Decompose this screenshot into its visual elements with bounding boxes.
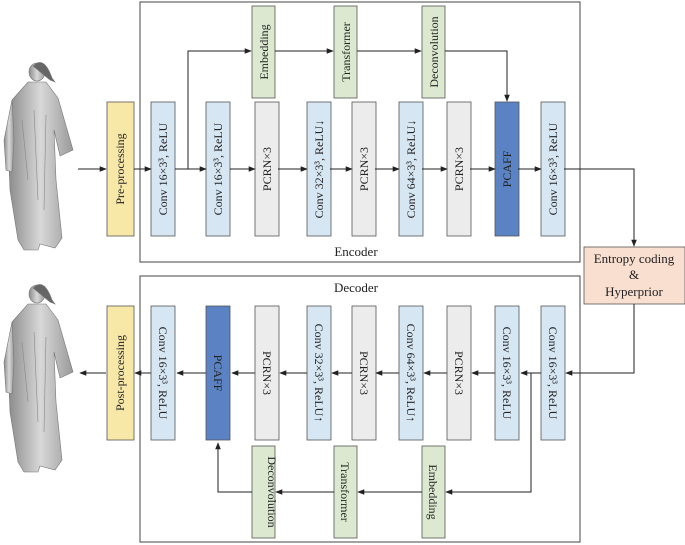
- enc-conv32-label: Conv 32×3³, ReLU↓: [312, 120, 326, 219]
- dec-conv64-rect: [398, 305, 424, 441]
- dec-conv64-label: Conv 64×3³, ReLU↑: [404, 324, 418, 423]
- dec-conv64-block: Conv 64×3³, ReLU↑: [398, 305, 424, 441]
- arrow-entropy-to-decoder: [565, 304, 635, 376]
- arrow-skip-to-embedding: [187, 48, 252, 169]
- enc-pcrn-1-label: PCRN×3: [260, 147, 274, 191]
- enc-pcrn-3-block: PCRN×3: [446, 101, 472, 237]
- dec-conv16-b-label: Conv 16×3³, ReLU: [500, 327, 514, 420]
- enc-pcrn-1-block: PCRN×3: [254, 101, 280, 237]
- dec-conv16-a-label: Conv 16×3³, ReLU: [156, 327, 170, 420]
- decoder-title: Decoder: [334, 280, 379, 295]
- encoder-blocks: Conv 16×3³, ReLU Conv 16×3³, ReLU PCRN×3 Co…: [150, 101, 566, 237]
- encoder-embedding-label: Embedding: [257, 24, 271, 79]
- enc-pcrn-2-block: PCRN×3: [351, 101, 377, 237]
- enc-conv64-rect: [398, 101, 424, 237]
- output-point-cloud-figure: [3, 284, 74, 473]
- dec-conv32-block: Conv 32×3³, ReLU↑: [306, 305, 332, 441]
- dec-conv16-c-block: Conv 16×3³, ReLU: [540, 305, 566, 441]
- connectors: [78, 48, 637, 495]
- enc-pcrn-1-rect: [254, 101, 280, 237]
- arrow-skip-to-dec-embedding: [445, 373, 532, 495]
- enc-pcrn-2-label: PCRN×3: [357, 147, 371, 191]
- entropy-line-2: &: [629, 267, 639, 282]
- decoder-embedding-block: Embedding: [421, 445, 446, 539]
- decoder-deconvolution-block: Deconvolution: [251, 445, 279, 539]
- entropy-line-3: Hyperprior: [605, 284, 663, 299]
- enc-conv16-a-block: Conv 16×3³, ReLU: [150, 101, 176, 237]
- dec-conv16-a-rect: [150, 305, 176, 441]
- dec-pcaff-rect: [205, 305, 231, 441]
- encoder-deconvolution-label: Deconvolution: [427, 16, 441, 87]
- post-processing-block: Post-processing: [106, 305, 135, 441]
- enc-pcaff-block: PCAFF: [494, 101, 520, 237]
- dec-pcrn-1-block: PCRN×3: [254, 305, 280, 441]
- pre-processing-label: Pre-processing: [113, 133, 127, 204]
- input-point-cloud-figure: [3, 62, 74, 251]
- enc-conv64-block: Conv 64×3³, ReLU↓: [398, 101, 424, 237]
- pre-processing-block: Pre-processing: [106, 101, 135, 237]
- dec-pcrn-3-rect: [446, 305, 472, 441]
- dec-conv16-b-rect: [494, 305, 520, 441]
- post-processing-label: Post-processing: [113, 335, 127, 411]
- arrow-dec-deconv-to-pcaff: [215, 442, 252, 493]
- dec-pcrn-3-block: PCRN×3: [446, 305, 472, 441]
- arrow-enc-to-entropy: [564, 168, 637, 247]
- decoder-panel: [139, 275, 581, 543]
- dec-pcaff-label: PCAFF: [211, 355, 225, 392]
- dec-conv16-b-block: Conv 16×3³, ReLU: [494, 305, 520, 441]
- encoder-title: Encoder: [334, 244, 378, 259]
- decoder-transformer-label: Transformer: [338, 462, 352, 522]
- dec-conv32-label: Conv 32×3³, ReLU↑: [312, 324, 326, 423]
- entropy-line-1: Entropy coding: [594, 251, 675, 266]
- enc-pcaff-rect: [494, 101, 520, 237]
- encoder-embedding-block: Embedding: [251, 5, 276, 99]
- entropy-coding-block: Entropy coding & Hyperprior: [583, 246, 685, 305]
- dec-pcrn-3-label: PCRN×3: [452, 351, 466, 395]
- dec-pcaff-block: PCAFF: [205, 305, 231, 441]
- encoder-transformer-block: Transformer: [333, 5, 358, 99]
- dec-pcrn-2-label: PCRN×3: [357, 351, 371, 395]
- dec-conv16-c-label: Conv 16×3³, ReLU: [546, 327, 560, 420]
- enc-pcaff-label: PCAFF: [500, 150, 514, 187]
- enc-conv16-a-rect: [150, 101, 176, 237]
- encoder-transformer-label: Transformer: [339, 22, 353, 82]
- enc-conv16-c-rect: [540, 101, 566, 237]
- enc-conv16-a-label: Conv 16×3³, ReLU: [156, 122, 170, 215]
- enc-conv16-c-block: Conv 16×3³, ReLU: [540, 101, 566, 237]
- encoder-panel: [139, 1, 581, 263]
- enc-conv16-b-label: Conv 16×3³, ReLU: [211, 122, 225, 215]
- enc-conv16-c-label: Conv 16×3³, ReLU: [546, 122, 560, 215]
- encoder-deconvolution-block: Deconvolution: [421, 5, 446, 99]
- decoder-transformer-block: Transformer: [333, 445, 358, 539]
- decoder-deconvolution-label: Deconvolution: [265, 456, 279, 527]
- dec-conv16-c-rect: [540, 305, 566, 441]
- arrow-deconv-to-pcaff: [445, 50, 510, 102]
- decoder-blocks: Conv 16×3³, ReLU PCAFF PCRN×3 Conv 32×3³, R…: [150, 305, 566, 441]
- enc-conv64-label: Conv 64×3³, ReLU↓: [404, 120, 418, 219]
- enc-conv32-block: Conv 32×3³, ReLU↓: [306, 101, 332, 237]
- enc-conv16-b-block: Conv 16×3³, ReLU: [205, 101, 231, 237]
- dec-pcrn-2-block: PCRN×3: [351, 305, 377, 441]
- enc-pcrn-3-label: PCRN×3: [452, 147, 466, 191]
- decoder-embedding-label: Embedding: [426, 464, 440, 519]
- dec-conv16-a-block: Conv 16×3³, ReLU: [150, 305, 176, 441]
- dec-pcrn-1-label: PCRN×3: [260, 351, 274, 395]
